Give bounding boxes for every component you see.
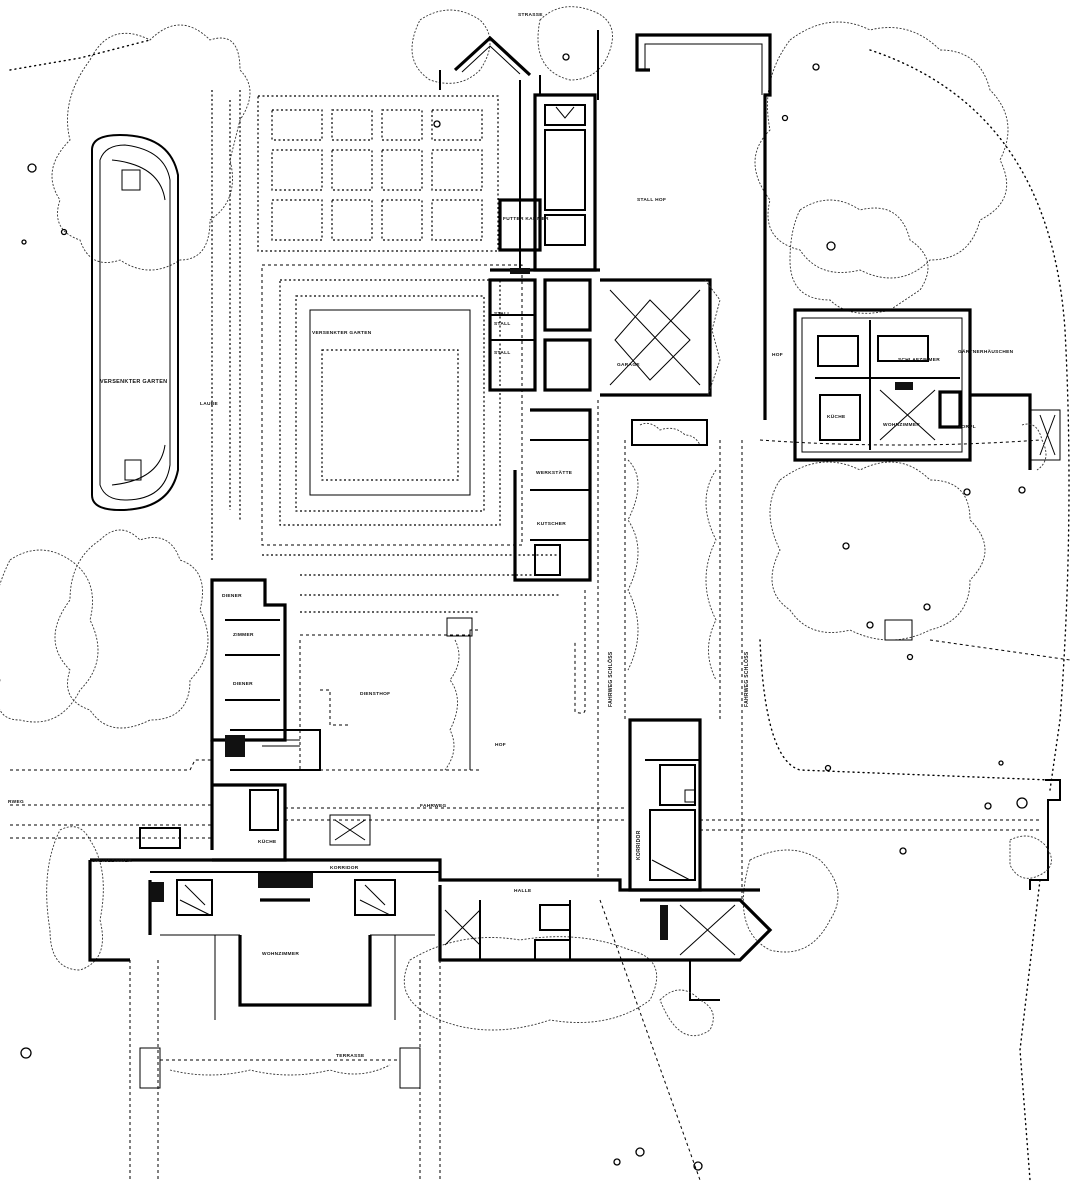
label-stall-hof: STALL HOF <box>637 197 666 203</box>
label-fahrweg-main: FAHRWEG <box>420 803 447 809</box>
main-house-right-wing <box>628 718 702 892</box>
label-terrasse: TERRASSE <box>336 1053 365 1059</box>
label-strasse: STRASSE <box>518 12 543 18</box>
label-dienstzimmer: DIENER <box>222 593 242 599</box>
label-stall-1: STALL <box>494 311 511 317</box>
label-werkstaette: WERKSTÄTTE <box>536 469 573 476</box>
label-kueche: KÜCHE <box>258 838 277 845</box>
label-laube: LAUBE <box>200 401 219 407</box>
label-speisezimmer: SPEISEZIMMER <box>92 858 132 864</box>
label-korridor: KORRIDOR <box>330 865 359 871</box>
east-boundary <box>1009 779 1061 890</box>
label-fahrweg-schloss-1: FAHRWEG SCHLÖSS <box>607 651 614 707</box>
tree-canopy-group <box>0 6 1009 1031</box>
main-house <box>88 783 773 1037</box>
stall-hof-court <box>635 33 772 420</box>
label-kueche-g: KÜCHE <box>827 413 846 420</box>
label-vorpl: VORPL <box>958 424 976 430</box>
label-stall-2: STALL <box>494 321 511 327</box>
main-courtyard <box>299 590 586 771</box>
label-hof: HOF <box>495 742 506 748</box>
label-wohnzimmer-g: WOHNZIMMER <box>883 422 920 428</box>
terrace <box>129 960 441 1180</box>
label-zimmer-a: ZIMMER <box>233 632 254 638</box>
label-schlafzimmer: SCHLAFZIMMER <box>898 357 940 363</box>
site-paths <box>9 39 1071 1181</box>
label-versenkter-garten-left: VERSENKTER GARTEN <box>100 379 167 385</box>
kitchen-garden-top <box>257 95 499 252</box>
label-garage: GARAGE <box>617 362 640 368</box>
label-futter-kammer: FUTTER KAMMER <box>503 216 549 222</box>
label-fahrweg-left: RWEG <box>8 799 24 805</box>
stable-wing <box>488 93 600 392</box>
label-gaertnerhaeuschen: GÄRTNERHÄUSCHEN <box>958 348 1014 355</box>
sunken-garden-center <box>261 264 560 613</box>
label-stall-3: STALL <box>494 350 511 356</box>
workshop-wing <box>513 408 592 582</box>
tree-markers <box>20 53 1028 1171</box>
gardener-cottage <box>793 308 1061 471</box>
gate-posts <box>631 419 913 641</box>
label-wohnzimmer: WOHNZIMMER <box>262 951 299 957</box>
garage <box>600 278 721 397</box>
sunken-garden-left <box>91 133 179 512</box>
hedge-walls <box>211 90 241 560</box>
label-zimmer-b: DIENER <box>233 681 253 687</box>
street-entrance <box>439 30 599 270</box>
label-korridor-2: KORRIDOR <box>636 830 642 860</box>
label-versenkter-garten: VERSENKTER GARTEN <box>312 330 372 336</box>
label-hof-gaertner: HOF <box>772 352 783 358</box>
label-halle: HALLE <box>514 888 532 894</box>
label-kutscher: KUTSCHER <box>537 521 566 527</box>
label-dienstbotenhof: DIENSTHOF <box>360 691 390 697</box>
driveway <box>10 400 1040 900</box>
label-fahrweg-schloss-2: FAHRWEG SCHLÖSS <box>743 651 750 707</box>
service-wing <box>210 578 321 850</box>
